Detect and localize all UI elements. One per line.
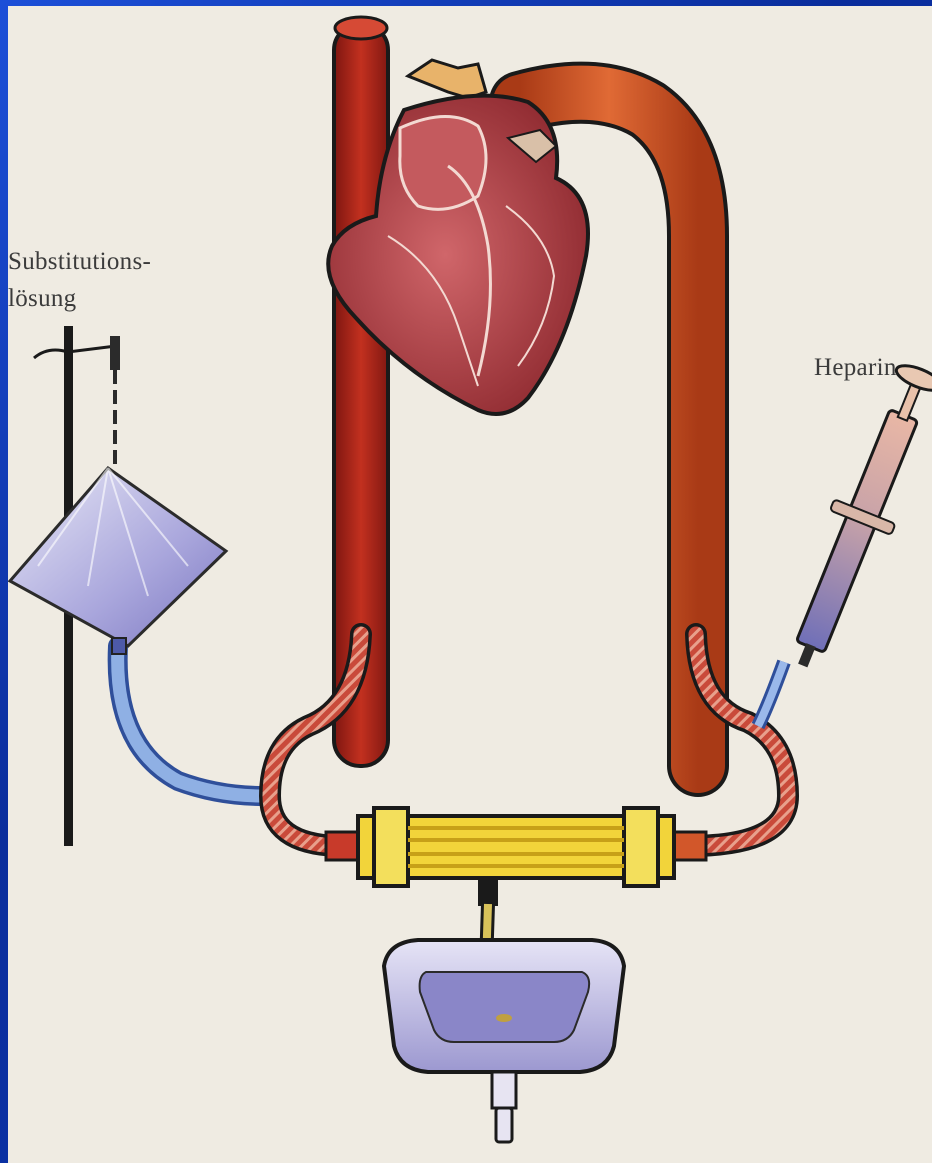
filtrate-outlet [478,878,498,906]
substitution-label-line2: lösung [8,286,76,311]
heparin-label: Heparin [814,355,897,380]
hemofiltration-diagram [8,6,932,1163]
hemofilter-icon [326,808,706,886]
substitution-label-line1: Substitutions- [8,249,151,274]
